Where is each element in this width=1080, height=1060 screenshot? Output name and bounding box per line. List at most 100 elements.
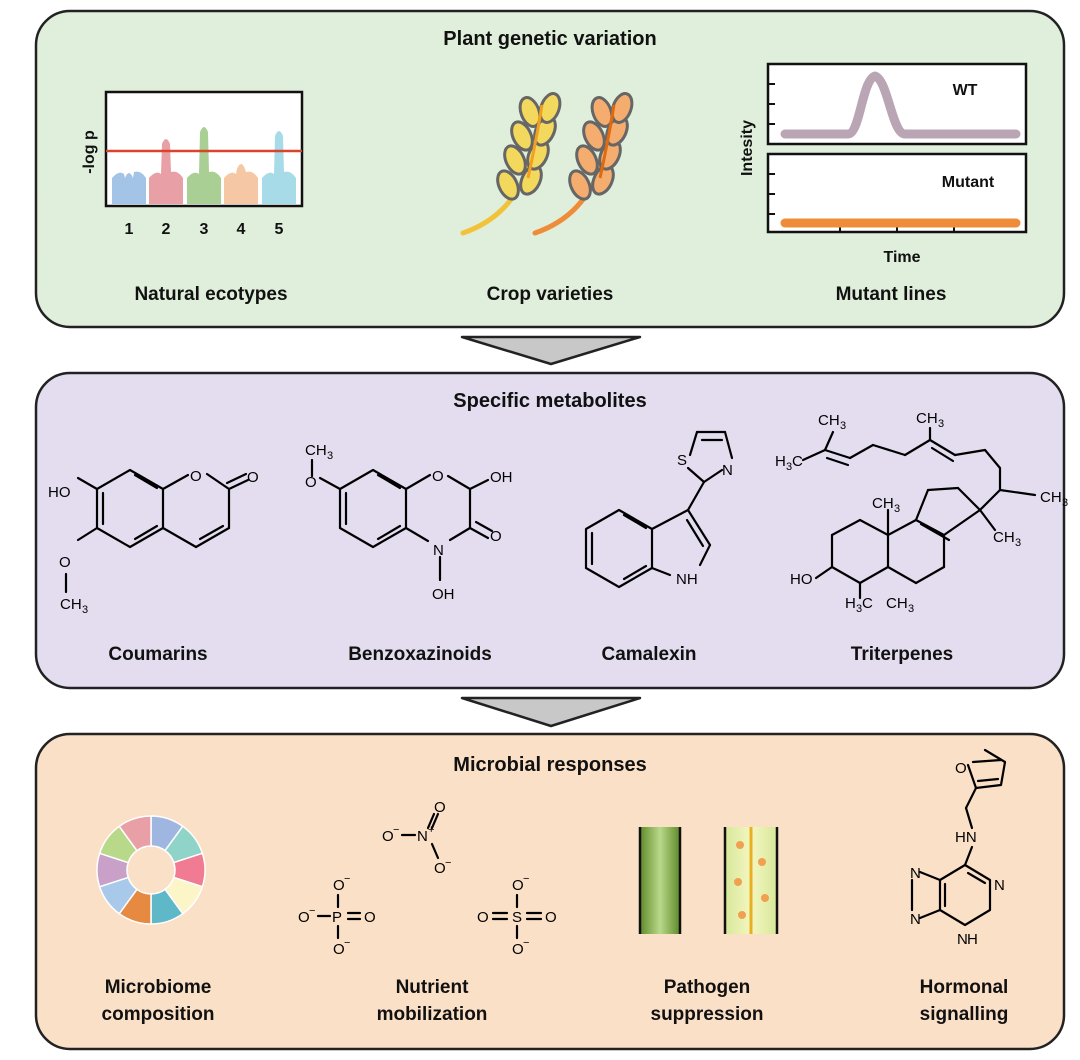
wt-intensity-curve [780,71,1021,139]
svg-text:CH: CH [1040,489,1062,506]
svg-text:O: O [434,860,446,877]
svg-text:HO: HO [48,484,71,501]
nutrient-mobilization-label-2: mobilization [377,1004,488,1025]
mutant-lines-label: Mutant lines [836,284,947,305]
svg-text:N: N [722,462,733,479]
svg-text:OH: OH [490,469,513,486]
camalexin-label: Camalexin [601,644,696,665]
hormone-structure: O HN N N N N H [910,748,1007,948]
svg-text:H: H [845,595,856,612]
svg-text:H: H [775,453,786,470]
svg-text:O: O [382,828,394,845]
svg-text:−: − [309,905,315,917]
svg-text:N: N [910,865,921,882]
chromosome-label: 1 [125,221,134,238]
svg-text:O: O [512,941,524,958]
manhattan-column [149,139,183,204]
manhattan-y-label: -log p [81,130,98,174]
manhattan-column [112,171,146,204]
svg-text:+: + [428,824,434,836]
crop-varieties-illustration [460,92,634,236]
svg-text:O: O [955,760,967,777]
microbiome-composition-label-1: Microbiome [105,977,212,998]
svg-text:CH: CH [60,596,82,613]
coumarins-label: Coumarins [108,644,207,665]
crop-varieties-label: Crop varieties [487,284,614,305]
svg-text:HO: HO [790,571,813,588]
grain-spike-orange [532,92,634,236]
panel-genetic-title: Plant genetic variation [443,28,656,50]
svg-text:−: − [523,873,529,885]
svg-text:C: C [862,595,873,612]
svg-text:CH: CH [886,595,908,612]
svg-text:O: O [512,877,524,894]
panel-microbial-responses: Microbial responses O− [34,732,1066,1051]
svg-text:N: N [957,931,968,948]
svg-text:3: 3 [786,461,792,473]
svg-text:CH: CH [305,442,327,459]
svg-text:C: C [792,453,803,470]
pathogen-suppression-label-1: Pathogen [664,977,751,998]
svg-text:P: P [332,909,342,926]
donut-segment [118,815,152,852]
svg-text:NH: NH [676,571,698,588]
svg-text:3: 3 [938,418,944,430]
panel-plant-genetic-variation: Plant genetic variation -log p 1 2 3 4 5 [34,9,1066,329]
svg-text:O: O [490,528,502,545]
svg-text:O: O [247,469,259,486]
svg-text:−: − [445,857,451,869]
svg-text:O: O [333,941,345,958]
healthy-root-tube [638,827,682,934]
svg-text:HN: HN [955,829,977,846]
svg-text:N: N [433,542,444,559]
svg-text:CH: CH [993,529,1015,546]
svg-text:−: − [344,873,350,885]
chromosome-label: 2 [162,221,171,238]
svg-text:3: 3 [1062,497,1068,509]
infected-root-tube [723,827,779,934]
svg-text:O: O [364,909,376,926]
manhattan-column [262,131,296,204]
svg-text:3: 3 [327,450,333,462]
svg-text:O: O [190,468,202,485]
svg-text:O: O [298,909,310,926]
benzoxazinoids-label: Benzoxazinoids [348,644,492,665]
svg-text:3: 3 [856,603,862,615]
panel-microbial-background [34,732,1066,1051]
svg-text:H: H [967,931,978,948]
svg-text:−: − [393,824,399,836]
hormonal-signalling-label-2: signalling [920,1004,1009,1025]
svg-text:3: 3 [82,604,88,616]
svg-text:3: 3 [894,503,900,515]
svg-text:CH: CH [818,412,840,429]
chromosome-label: 5 [275,221,284,238]
svg-text:CH: CH [872,495,894,512]
grain-spike-yellow [460,92,562,236]
flow-arrow-1 [460,335,642,366]
panel-metabolites-background [34,371,1066,690]
svg-text:O: O [305,474,317,491]
panel-microbial-title: Microbial responses [453,754,646,776]
microbiome-donut-chart [96,815,206,925]
expression-x-label: Time [883,249,920,266]
svg-text:O: O [432,468,444,485]
manhattan-column [187,127,221,204]
svg-text:OH: OH [432,586,455,603]
svg-text:S: S [512,909,522,926]
wt-label: WT [953,82,978,99]
nutrient-mobilization-label-1: Nutrient [396,977,470,998]
svg-text:CH: CH [916,410,938,427]
camalexin-structure: S N NH [584,430,734,589]
svg-text:O: O [59,554,71,571]
manhattan-column [224,164,258,204]
manhattan-plot: -log p 1 2 3 4 5 [81,90,304,238]
svg-text:N: N [417,828,428,845]
expression-y-label: Intesity [739,120,756,176]
svg-text:S: S [677,452,687,469]
pathogen-suppression-label-2: suppression [651,1004,764,1025]
mutant-label: Mutant [942,174,995,191]
triterpenes-label: Triterpenes [851,644,953,665]
svg-text:3: 3 [908,603,914,615]
